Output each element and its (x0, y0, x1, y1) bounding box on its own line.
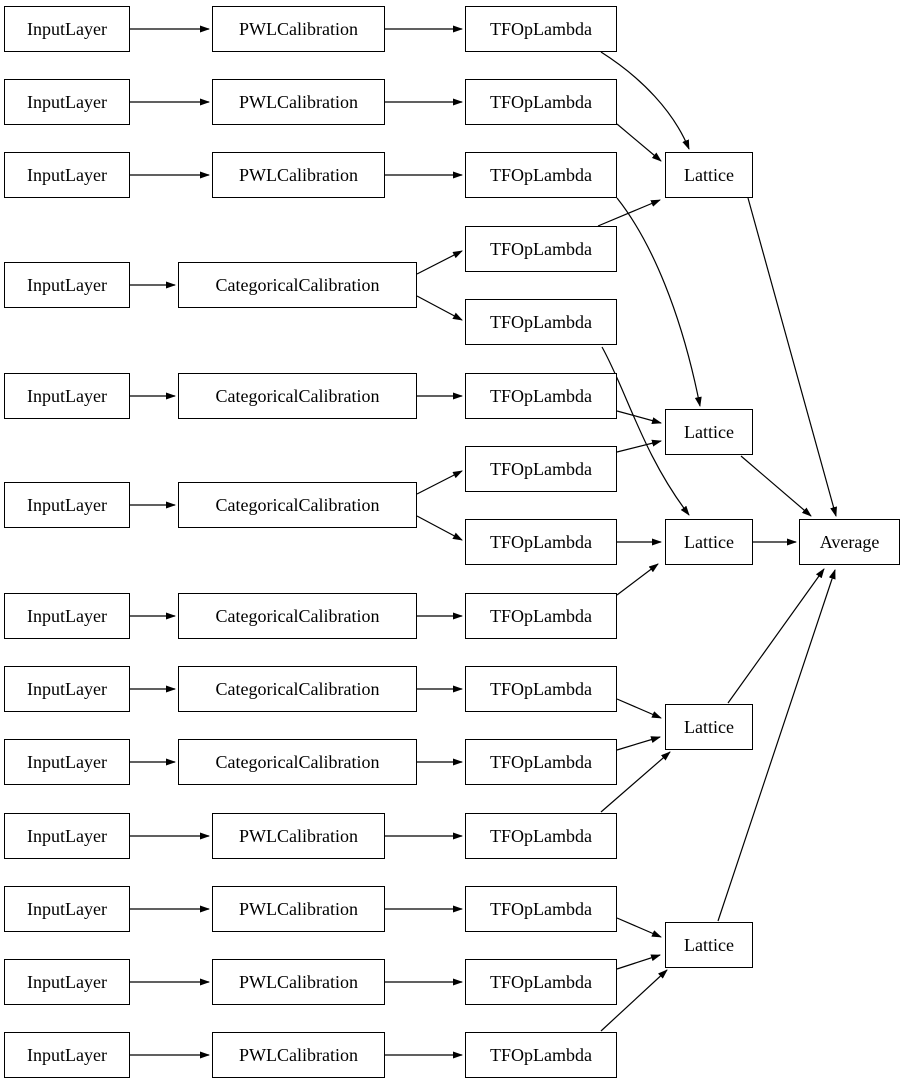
node-tf-op-lambda-tf12: TFOpLambda (465, 813, 617, 859)
edge-lat1-avg (747, 197, 837, 517)
edge-tf10-lat4 (616, 698, 662, 719)
edge-tf13-lat5 (616, 917, 662, 938)
node-tf-op-lambda-tf3: TFOpLambda (465, 152, 617, 198)
node-categorical-calibration-cal8: CategoricalCalibration (178, 666, 417, 712)
node-input-layer-in2: InputLayer (4, 79, 130, 125)
node-pwl-calibration-cal12: PWLCalibration (212, 959, 385, 1005)
node-input-layer-in3: InputLayer (4, 152, 130, 198)
node-input-layer-in6: InputLayer (4, 482, 130, 528)
node-pwl-calibration-cal1: PWLCalibration (212, 6, 385, 52)
node-pwl-calibration-cal13: PWLCalibration (212, 1032, 385, 1078)
node-tf-op-lambda-tf2: TFOpLambda (465, 79, 617, 125)
edge-tf9-lat3 (616, 563, 659, 596)
node-average-avg: Average (799, 519, 900, 565)
node-tf-op-lambda-tf14: TFOpLambda (465, 959, 617, 1005)
node-categorical-calibration-cal7: CategoricalCalibration (178, 593, 417, 639)
node-input-layer-in13: InputLayer (4, 1032, 130, 1078)
node-input-layer-in10: InputLayer (4, 813, 130, 859)
node-pwl-calibration-cal2: PWLCalibration (212, 79, 385, 125)
node-lattice-lat5: Lattice (665, 922, 753, 968)
node-input-layer-in9: InputLayer (4, 739, 130, 785)
node-categorical-calibration-cal5: CategoricalCalibration (178, 373, 417, 419)
node-categorical-calibration-cal6: CategoricalCalibration (178, 482, 417, 528)
edge-cal6-tf8 (416, 515, 463, 541)
node-categorical-calibration-cal4: CategoricalCalibration (178, 262, 417, 308)
edge-tf15-lat5 (600, 969, 668, 1032)
node-pwl-calibration-cal10: PWLCalibration (212, 813, 385, 859)
edge-tf2-lat1 (616, 123, 662, 162)
edge-tf11-lat4 (616, 736, 661, 751)
edge-tf5-lat3 (601, 346, 690, 516)
node-input-layer-in4: InputLayer (4, 262, 130, 308)
node-tf-op-lambda-tf6: TFOpLambda (465, 373, 617, 419)
node-pwl-calibration-cal3: PWLCalibration (212, 152, 385, 198)
node-tf-op-lambda-tf15: TFOpLambda (465, 1032, 617, 1078)
edge-lat2-avg (740, 455, 812, 517)
node-input-layer-in11: InputLayer (4, 886, 130, 932)
edge-lat5-avg (717, 569, 836, 922)
edge-tf12-lat4 (600, 751, 671, 813)
edge-tf3-lat2 (616, 197, 702, 407)
edge-cal4-tf4 (416, 250, 463, 275)
node-tf-op-lambda-tf5: TFOpLambda (465, 299, 617, 345)
node-categorical-calibration-cal9: CategoricalCalibration (178, 739, 417, 785)
node-input-layer-in1: InputLayer (4, 6, 130, 52)
edge-lat4-avg (727, 568, 825, 704)
node-tf-op-lambda-tf13: TFOpLambda (465, 886, 617, 932)
node-lattice-lat1: Lattice (665, 152, 753, 198)
node-pwl-calibration-cal11: PWLCalibration (212, 886, 385, 932)
node-tf-op-lambda-tf7: TFOpLambda (465, 446, 617, 492)
edge-tf1-lat1 (600, 51, 690, 150)
node-lattice-lat4: Lattice (665, 704, 753, 750)
edge-tf4-lat1 (597, 199, 661, 227)
node-tf-op-lambda-tf9: TFOpLambda (465, 593, 617, 639)
edge-cal6-tf7 (416, 470, 463, 495)
node-input-layer-in8: InputLayer (4, 666, 130, 712)
edge-tf7-lat2 (616, 439, 662, 453)
node-input-layer-in7: InputLayer (4, 593, 130, 639)
edges-group (130, 25, 837, 1059)
node-lattice-lat2: Lattice (665, 409, 753, 455)
edge-tf14-lat5 (616, 954, 661, 970)
edge-cal4-tf5 (416, 295, 463, 321)
edge-tf6-lat2 (616, 410, 662, 425)
node-tf-op-lambda-tf11: TFOpLambda (465, 739, 617, 785)
node-tf-op-lambda-tf1: TFOpLambda (465, 6, 617, 52)
node-tf-op-lambda-tf4: TFOpLambda (465, 226, 617, 272)
node-tf-op-lambda-tf10: TFOpLambda (465, 666, 617, 712)
node-input-layer-in5: InputLayer (4, 373, 130, 419)
node-tf-op-lambda-tf8: TFOpLambda (465, 519, 617, 565)
node-input-layer-in12: InputLayer (4, 959, 130, 1005)
node-lattice-lat3: Lattice (665, 519, 753, 565)
